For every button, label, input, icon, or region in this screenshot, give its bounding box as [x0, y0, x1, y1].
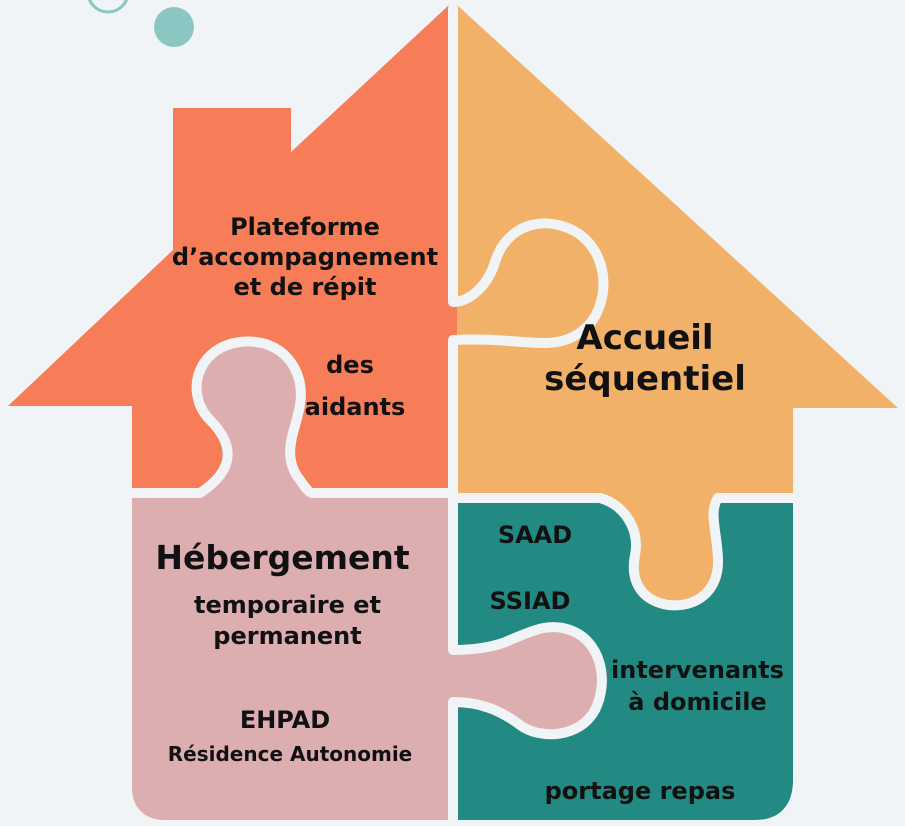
puzzle-piece-yellow [457, 5, 898, 495]
saad-label: SAAD [497, 521, 573, 549]
puzzle-tab-pink-right [452, 627, 602, 735]
ehpad-label: EHPAD [239, 706, 331, 734]
plateforme-line1: Plateforme [230, 213, 380, 241]
plateforme-label-des: des [326, 351, 374, 379]
hebergement-title: Hébergement [155, 538, 410, 577]
plateforme-line3: et de répit [233, 273, 377, 301]
hebergement-line2: temporaire et [194, 591, 381, 619]
puzzle-gaps [123, 3, 801, 826]
plateforme-label: Plateforme d’accompagnement et de répit [160, 212, 450, 302]
accueil-line1: Accueil [576, 318, 714, 358]
hebergement-line3: permanent [213, 622, 362, 651]
portage-repas-label: portage repas [544, 777, 736, 805]
puzzle-piece-orange [8, 5, 449, 490]
plateforme-label-aidants: aidants [304, 393, 406, 421]
puzzle-tab-yellow [600, 495, 718, 606]
hebergement-subtitle: temporaire et permanent [165, 590, 410, 652]
puzzle-tab-pink [196, 341, 310, 495]
intervenants-line2: à domicile [628, 688, 767, 717]
intervenants-line1: intervenants [611, 656, 784, 684]
puzzle-piece-pink [132, 495, 452, 820]
residence-autonomie-label: Résidence Autonomie [167, 742, 413, 766]
plateforme-line2: d’accompagnement [171, 243, 439, 271]
ssiad-label: SSIAD [489, 587, 571, 615]
accueil-line2: séquentiel [544, 358, 746, 399]
intervenants-label: intervenants à domicile [590, 654, 805, 719]
decorative-circle-teal [154, 7, 194, 47]
accueil-label: Accueil séquentiel [530, 318, 760, 400]
decorative-circle-outline [88, 0, 128, 14]
